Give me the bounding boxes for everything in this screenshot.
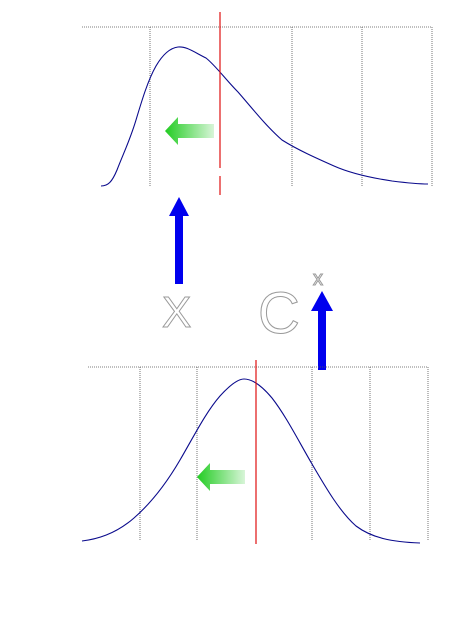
- bottom-distribution-curve: [81, 378, 421, 544]
- function-label: C: [258, 281, 300, 346]
- top-left-arrow-icon: [165, 117, 214, 145]
- bottom-left-arrow-icon: [197, 463, 245, 491]
- up-arrow-icon: [169, 197, 189, 284]
- right-up-arrow-icon: [311, 291, 333, 370]
- variable-label: X: [162, 288, 191, 337]
- top-distribution-curve: [100, 46, 429, 187]
- function-superscript-label: x: [313, 268, 323, 290]
- bottom-panel: [81, 360, 429, 544]
- top-panel: [82, 12, 433, 195]
